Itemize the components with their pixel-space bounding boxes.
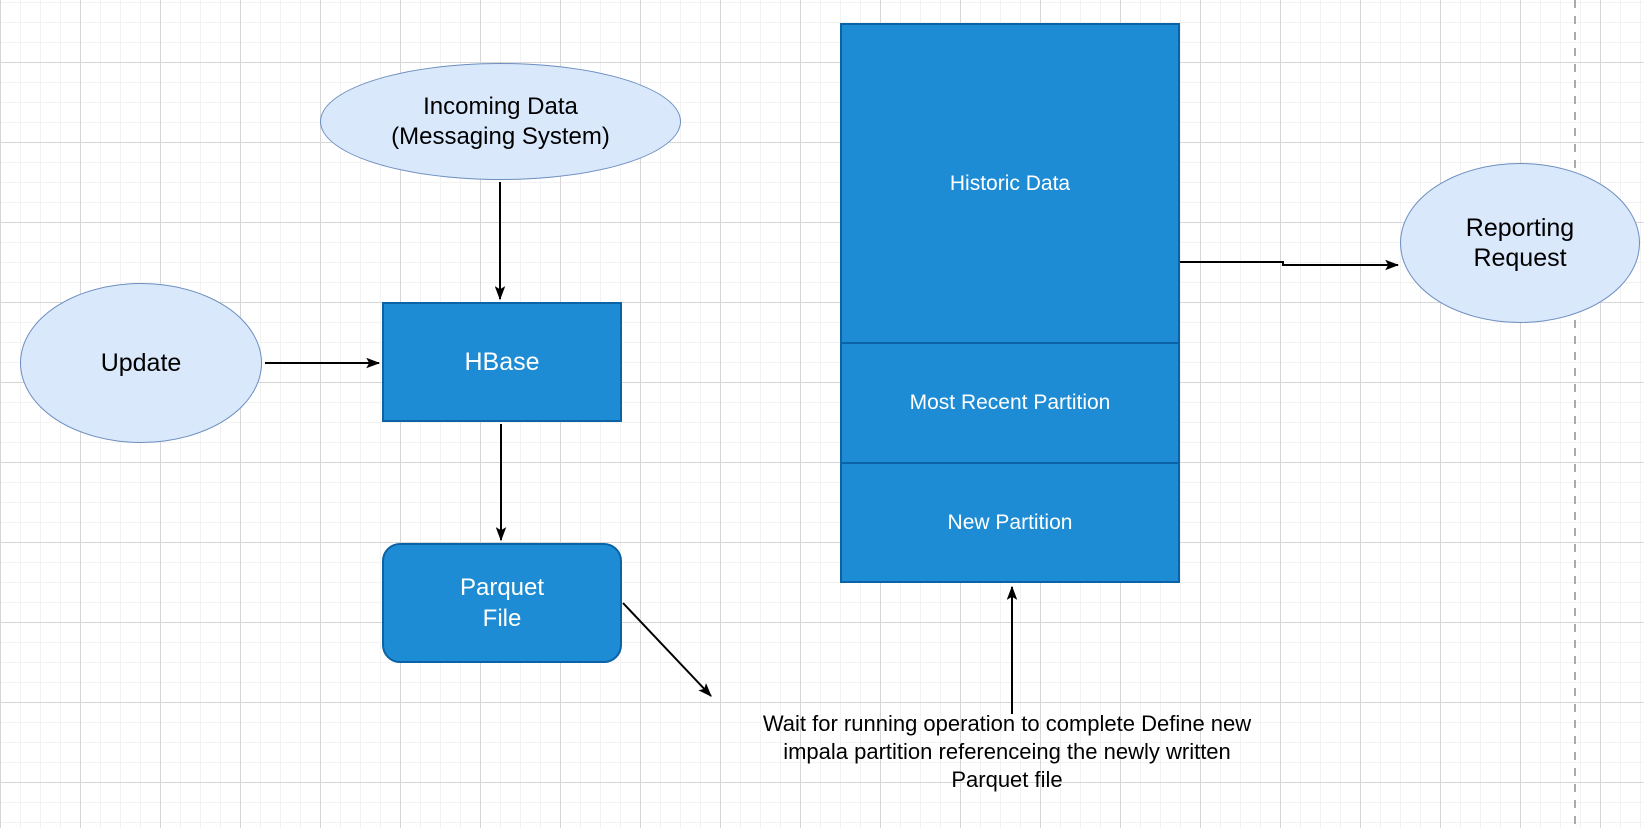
- new-partition-section[interactable]: New Partition: [842, 462, 1178, 581]
- annotation-line1: Wait for running operation to complete D…: [762, 711, 1252, 736]
- annotation-line2: impala partition referenceing the newly …: [783, 739, 1231, 764]
- incoming-data-label-line2: (Messaging System): [391, 122, 610, 150]
- incoming-data-node[interactable]: Incoming Data (Messaging System): [320, 63, 681, 180]
- parquet-file-label-line2: File: [482, 605, 522, 632]
- historic-data-section[interactable]: Historic Data: [842, 25, 1178, 342]
- reporting-request-label-line2: Request: [1473, 244, 1567, 272]
- reporting-request-node[interactable]: Reporting Request: [1400, 163, 1640, 323]
- update-label: Update: [100, 349, 182, 377]
- incoming-data-label-line1: Incoming Data: [423, 92, 578, 120]
- annotation-text[interactable]: Wait for running operation to complete D…: [727, 710, 1287, 794]
- most-recent-partition-label: Most Recent Partition: [909, 391, 1111, 414]
- annotation-line3: Parquet file: [951, 767, 1063, 792]
- hbase-node[interactable]: HBase: [382, 302, 622, 422]
- partition-stack[interactable]: Historic Data Most Recent Partition New …: [840, 23, 1180, 583]
- edge-historic-to-reporting[interactable]: [1180, 259, 1400, 271]
- parquet-file-label-line1: Parquet: [459, 574, 545, 601]
- new-partition-label: New Partition: [947, 510, 1073, 534]
- historic-data-label: Historic Data: [949, 171, 1071, 195]
- most-recent-partition-section[interactable]: Most Recent Partition: [842, 342, 1178, 462]
- update-node[interactable]: Update: [20, 283, 262, 443]
- parquet-file-node[interactable]: Parquet File: [382, 543, 622, 663]
- reporting-request-label-line1: Reporting: [1465, 214, 1575, 242]
- hbase-label: HBase: [464, 347, 540, 376]
- edge-parquet-to-annotation[interactable]: [622, 602, 712, 697]
